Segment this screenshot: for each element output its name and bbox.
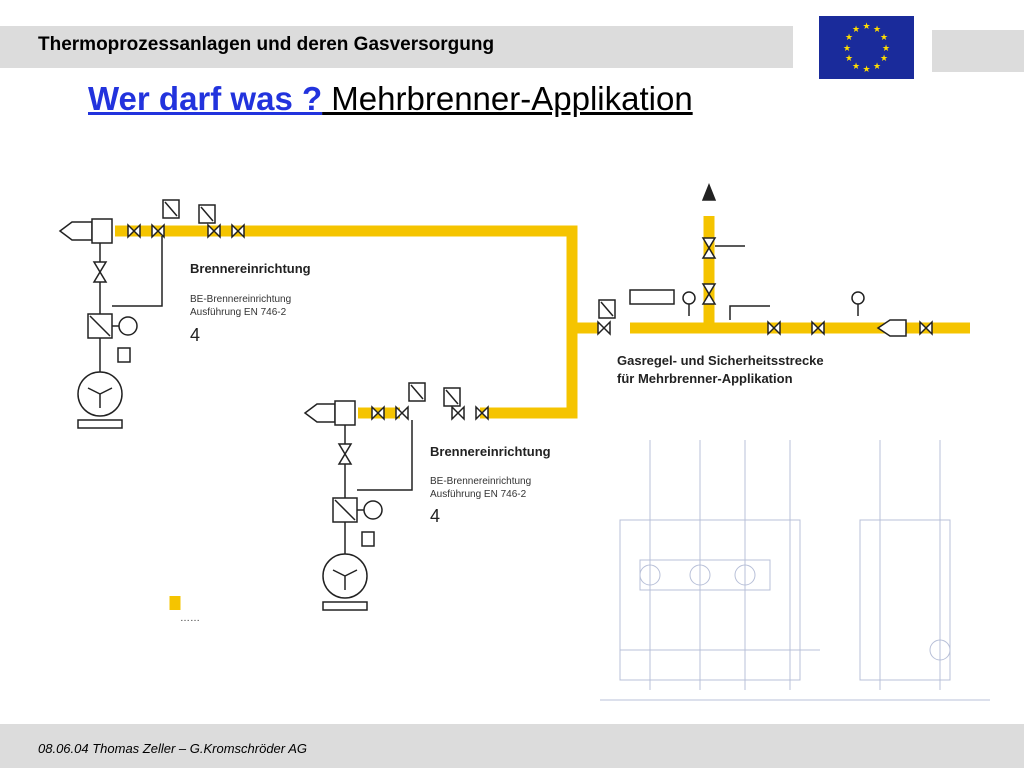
header-title: Thermoprozessanlagen und deren Gasversor… — [38, 34, 495, 55]
svg-text:★: ★ — [852, 25, 860, 35]
svg-text:★: ★ — [880, 33, 888, 43]
footer-bar — [0, 724, 1024, 768]
burner-1-schematic — [58, 199, 245, 429]
burner-2-line1: BE-Brennereinrichtung — [430, 476, 531, 487]
svg-text:★: ★ — [845, 54, 853, 64]
svg-text:★: ★ — [882, 44, 890, 54]
technical-drawing — [600, 440, 990, 701]
svg-text:★: ★ — [843, 44, 851, 54]
eu-flag-icon: ★★★ ★★★ ★★★ ★★★ — [819, 16, 914, 79]
burner-2-schematic — [303, 382, 489, 611]
svg-text:★: ★ — [873, 62, 881, 72]
footer-text: 08.06.04 Thomas Zeller – G.Kromschröder … — [38, 741, 308, 756]
burner-2-number: 4 — [430, 506, 440, 526]
header-bar — [0, 26, 793, 68]
burner-1-heading: Brennereinrichtung — [190, 261, 311, 276]
svg-text:★: ★ — [862, 65, 870, 75]
gas-line-label-1: Gasregel- und Sicherheitsstrecke — [617, 353, 824, 368]
continuation-mark: …… — [180, 613, 200, 624]
svg-text:★: ★ — [852, 62, 860, 72]
svg-text:★: ★ — [880, 54, 888, 64]
svg-text:★: ★ — [873, 25, 881, 35]
gas-line-label-2: für Mehrbrenner-Applikation — [617, 371, 793, 386]
slide-title-highlight: Wer darf was ? — [88, 80, 323, 117]
burner-2-line2: Ausführung EN 746-2 — [430, 489, 527, 500]
header-bar-right — [932, 30, 1024, 72]
burner-1-line2: Ausführung EN 746-2 — [190, 307, 287, 318]
svg-text:★: ★ — [845, 33, 853, 43]
gas-pipe-network — [115, 216, 970, 610]
slide-title: Wer darf was ? Mehrbrenner-Applikation — [88, 80, 693, 118]
slide-title-rest: Mehrbrenner-Applikation — [322, 80, 693, 117]
burner-2-heading: Brennereinrichtung — [430, 444, 551, 459]
burner-1-line1: BE-Brennereinrichtung — [190, 294, 291, 305]
svg-text:★: ★ — [862, 22, 870, 32]
burner-1-number: 4 — [190, 325, 200, 345]
gas-control-line-schematic — [597, 182, 933, 337]
